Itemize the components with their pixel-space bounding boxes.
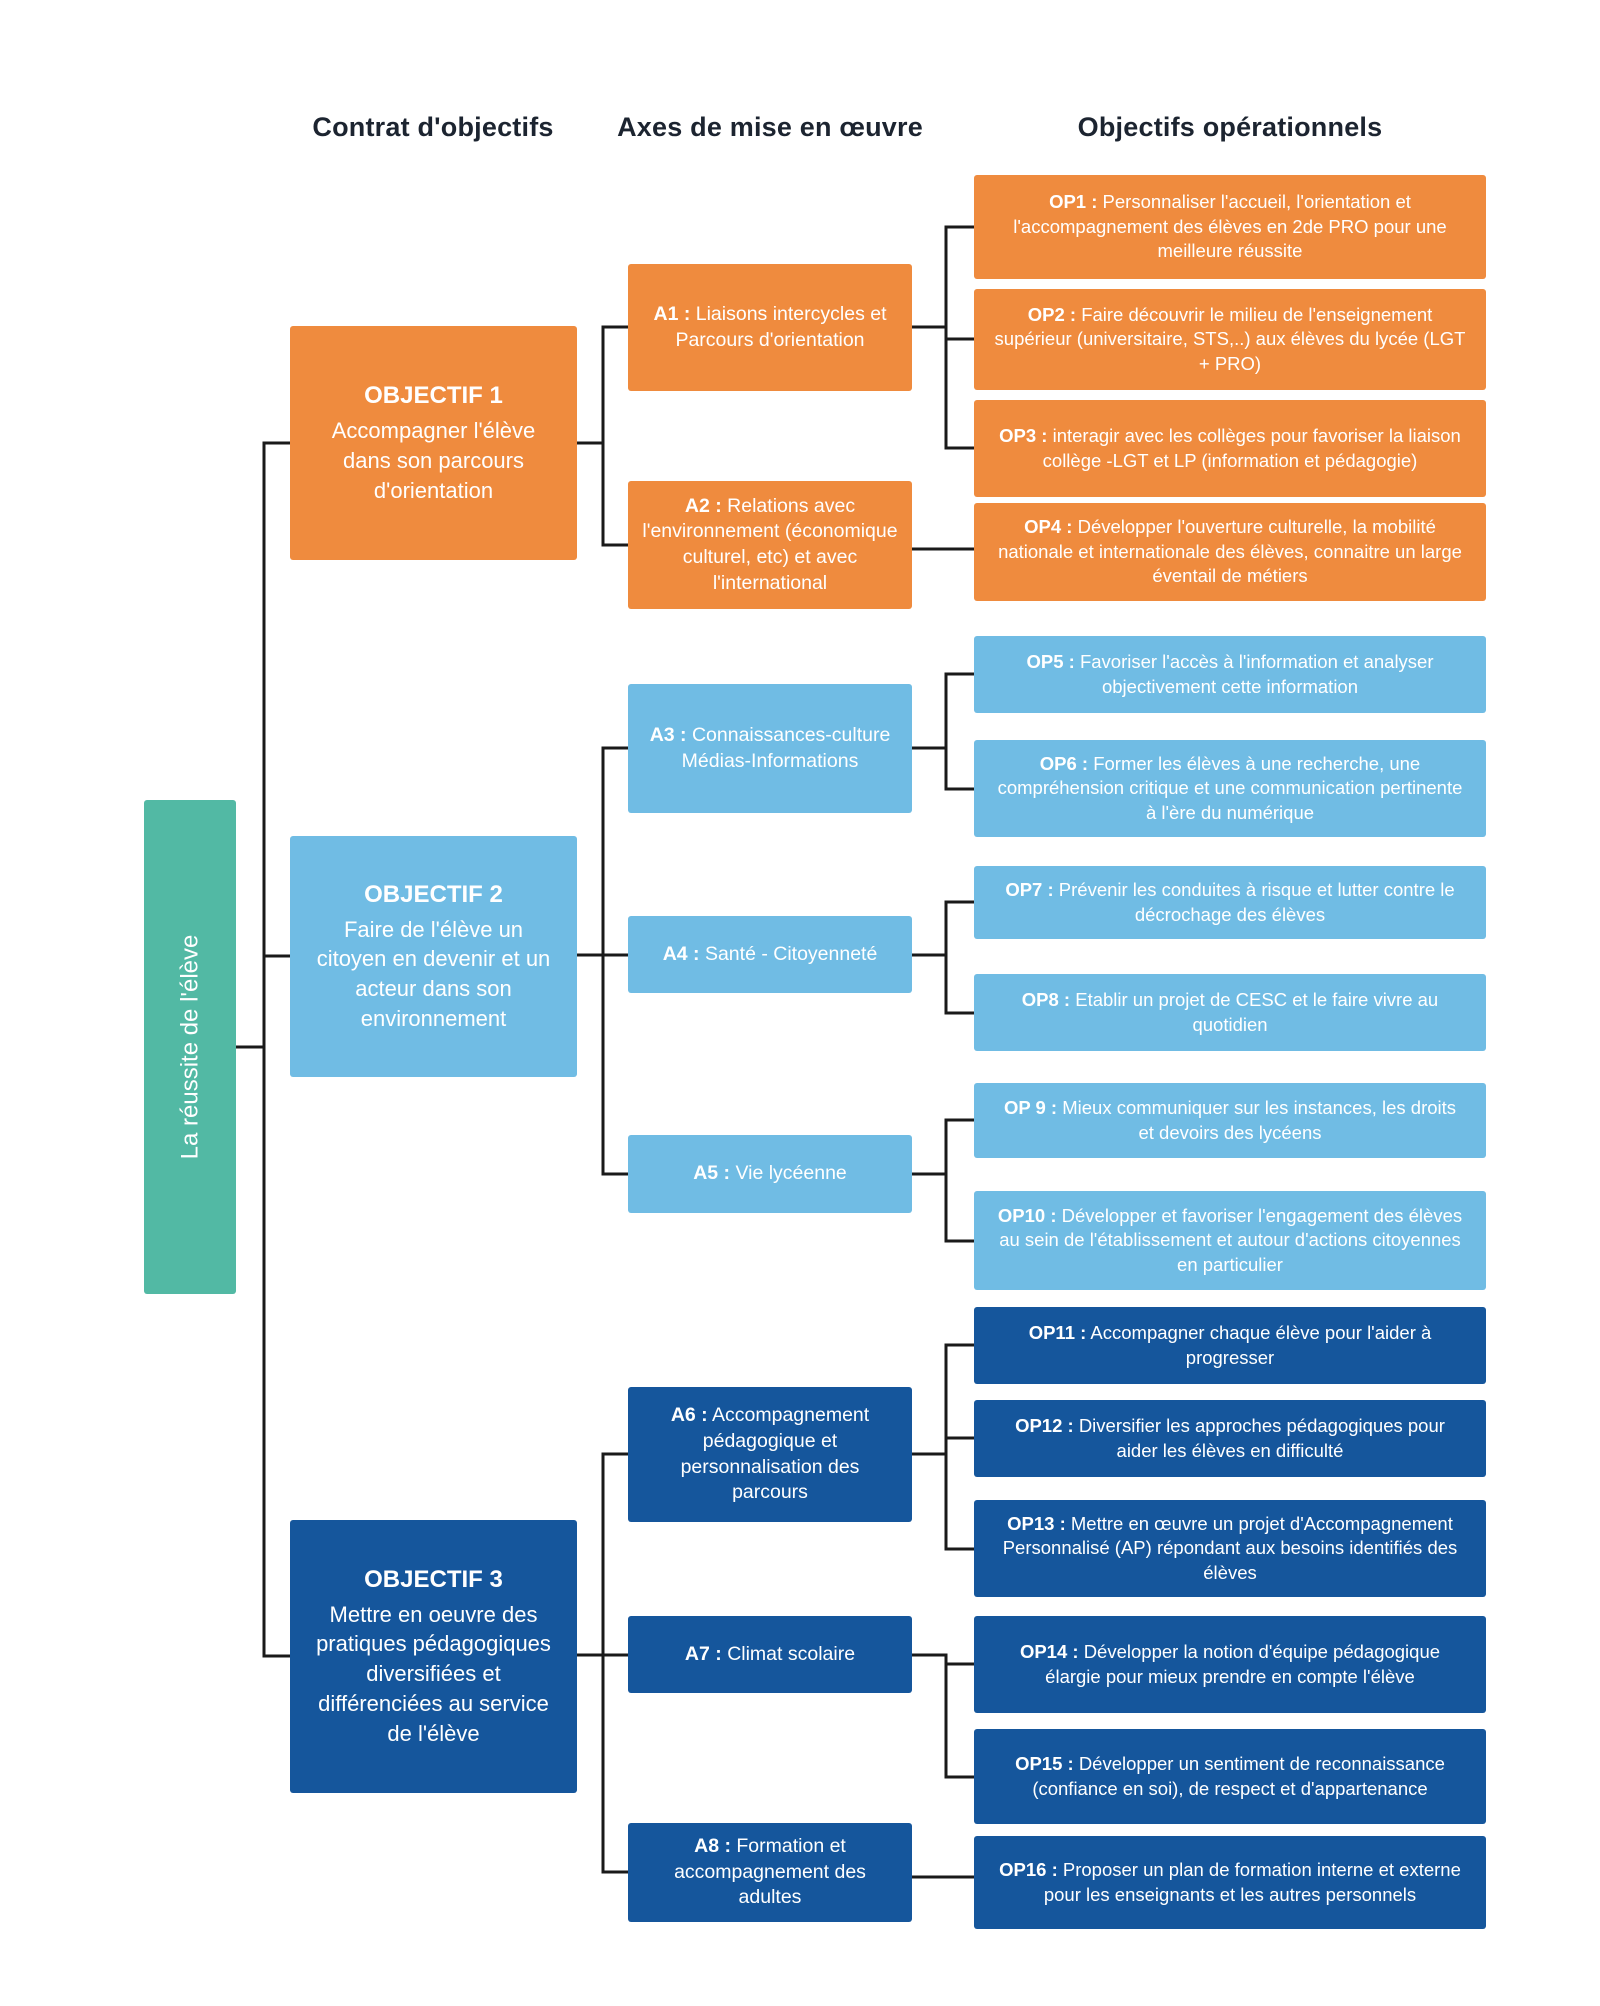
op-8-node: OP8 : Etablir un projet de CESC et le fa… <box>974 974 1486 1051</box>
op-14-node: OP14 : Développer la notion d'équipe péd… <box>974 1616 1486 1713</box>
root-node: La réussite de l'élève <box>144 800 236 1294</box>
axis-a7-node: A7 : Climat scolaire <box>628 1616 912 1693</box>
op-9-text: Mieux communiquer sur les instances, les… <box>1062 1096 1457 1143</box>
column-header-objectifs: Objectifs opérationnels <box>1077 112 1383 142</box>
op-10-node: OP10 : Développer et favoriser l'engagem… <box>974 1191 1486 1290</box>
op-6-label: OP6 : <box>1039 752 1089 774</box>
axis-a1-label: A1 : <box>653 302 691 325</box>
op-14-label: OP14 : <box>1019 1640 1079 1662</box>
op-7-label: OP7 : <box>1005 878 1054 900</box>
axis-a2-text: Relations avec l'environnement (économiq… <box>642 494 898 594</box>
axis-a5-label: A5 : <box>693 1162 731 1185</box>
op-1-text: Personnaliser l'accueil, l'orientation e… <box>1013 191 1447 262</box>
objective-2-title: OBJECTIF 2 <box>364 880 503 908</box>
axis-a8-text: Formation et accompagnement des adultes <box>674 1834 866 1909</box>
axis-a2-node: A2 : Relations avec l'environnement (éco… <box>628 481 912 609</box>
op-4-label: OP4 : <box>1024 516 1073 538</box>
op-13-node: OP13 : Mettre en œuvre un projet d'Accom… <box>974 1500 1486 1597</box>
root-label: La réussite de l'élève <box>176 934 203 1160</box>
column-header-axes: Axes de mise en œuvre <box>617 112 923 142</box>
axis-a5-node: A5 : Vie lycéenne <box>628 1135 912 1213</box>
op-1-node: OP1 : Personnaliser l'accueil, l'orienta… <box>974 175 1486 279</box>
axis-a6-node: A6 : Accompagnement pédagogique et perso… <box>628 1387 912 1522</box>
axis-a3-node: A3 : Connaissances-culture Médias-Inform… <box>628 684 912 813</box>
op-13-label: OP13 : <box>1007 1512 1066 1534</box>
op-13-text: Mettre en œuvre un projet d'Accompagneme… <box>1002 1512 1458 1583</box>
axis-a1-node: A1 : Liaisons intercycles et Parcours d'… <box>628 264 912 391</box>
op-6-text: Former les élèves à une recherche, une c… <box>997 752 1463 823</box>
axis-a7-text: Climat scolaire <box>727 1642 856 1665</box>
op-15-node: OP15 : Développer un sentiment de reconn… <box>974 1729 1486 1824</box>
op-8-label: OP8 : <box>1021 988 1071 1010</box>
op-2-label: OP2 : <box>1027 303 1077 325</box>
objective-2-text: Faire de l'élève un citoyen en devenir e… <box>316 916 551 1032</box>
op-14-text: Développer la notion d'équipe pédagogiqu… <box>1045 1640 1441 1687</box>
objective-1-text: Accompagner l'élève dans son parcours d'… <box>331 417 536 503</box>
connector-path <box>234 225 976 1879</box>
axis-a6-label: A6 : <box>670 1404 708 1427</box>
op-6-node: OP6 : Former les élèves à une recherche,… <box>974 740 1486 837</box>
objective-2-node: OBJECTIF 2 Faire de l'élève un citoyen e… <box>290 836 577 1077</box>
op-4-text: Développer l'ouverture culturelle, la mo… <box>998 516 1462 587</box>
op-10-label: OP10 : <box>997 1204 1057 1226</box>
axis-a5-text: Vie lycéenne <box>735 1162 847 1185</box>
op-12-label: OP12 : <box>1015 1414 1074 1436</box>
op-5-text: Favoriser l'accès à l'information et ana… <box>1079 650 1434 697</box>
axis-a4-text: Santé - Citoyenneté <box>704 942 878 965</box>
axis-a3-text: Connaissances-culture Médias-Information… <box>681 723 891 772</box>
objective-3-title: OBJECTIF 3 <box>364 1565 503 1593</box>
op-5-node: OP5 : Favoriser l'accès à l'information … <box>974 636 1486 713</box>
column-header-contrat: Contrat d'objectifs <box>312 112 554 142</box>
op-11-text: Accompagner chaque élève pour l'aider à … <box>1090 1321 1432 1368</box>
axis-a8-node: A8 : Formation et accompagnement des adu… <box>628 1823 912 1922</box>
op-3-text: interagir avec les collèges pour favoris… <box>1042 424 1461 471</box>
op-7-node: OP7 : Prévenir les conduites à risque et… <box>974 866 1486 939</box>
op-1-label: OP1 : <box>1049 191 1098 213</box>
op-9-node: OP 9 : Mieux communiquer sur les instanc… <box>974 1083 1486 1158</box>
op-16-node: OP16 : Proposer un plan de formation int… <box>974 1836 1486 1929</box>
op-11-node: OP11 : Accompagner chaque élève pour l'a… <box>974 1307 1486 1384</box>
op-12-text: Diversifier les approches pédagogiques p… <box>1078 1414 1445 1461</box>
axis-a6-text: Accompagnement pédagogique et personnali… <box>680 1404 870 1504</box>
axis-a4-label: A4 : <box>662 942 700 965</box>
axis-a8-label: A8 : <box>694 1834 731 1857</box>
objective-3-text: Mettre en oeuvre des pratiques pédagogiq… <box>316 1601 551 1747</box>
objective-1-title: OBJECTIF 1 <box>364 382 503 410</box>
op-7-text: Prévenir les conduites à risque et lutte… <box>1058 878 1455 925</box>
objective-1-node: OBJECTIF 1 Accompagner l'élève dans son … <box>290 326 577 560</box>
axis-a2-label: A2 : <box>684 494 722 517</box>
op-15-label: OP15 : <box>1015 1752 1074 1774</box>
op-2-node: OP2 : Faire découvrir le milieu de l'ens… <box>974 289 1486 390</box>
op-5-label: OP5 : <box>1026 650 1075 672</box>
objective-3-node: OBJECTIF 3 Mettre en oeuvre des pratique… <box>290 1520 577 1793</box>
op-10-text: Développer et favoriser l'engagement des… <box>999 1204 1463 1275</box>
op-11-label: OP11 : <box>1028 1321 1087 1343</box>
axis-a1-text: Liaisons intercycles et Parcours d'orien… <box>675 302 887 351</box>
op-3-node: OP3 : interagir avec les collèges pour f… <box>974 400 1486 497</box>
axis-a4-node: A4 : Santé - Citoyenneté <box>628 916 912 993</box>
op-2-text: Faire découvrir le milieu de l'enseignem… <box>994 303 1466 374</box>
op-12-node: OP12 : Diversifier les approches pédagog… <box>974 1400 1486 1477</box>
op-3-label: OP3 : <box>999 424 1048 446</box>
axis-a3-label: A3 : <box>649 723 687 746</box>
op-15-text: Développer un sentiment de reconnaissanc… <box>1032 1752 1445 1799</box>
op-16-label: OP16 : <box>999 1858 1058 1880</box>
op-9-label: OP 9 : <box>1003 1096 1058 1118</box>
op-4-node: OP4 : Développer l'ouverture culturelle,… <box>974 503 1486 601</box>
op-8-text: Etablir un projet de CESC et le faire vi… <box>1075 988 1439 1035</box>
axis-a7-label: A7 : <box>684 1642 722 1665</box>
op-16-text: Proposer un plan de formation interne et… <box>1043 1858 1461 1905</box>
